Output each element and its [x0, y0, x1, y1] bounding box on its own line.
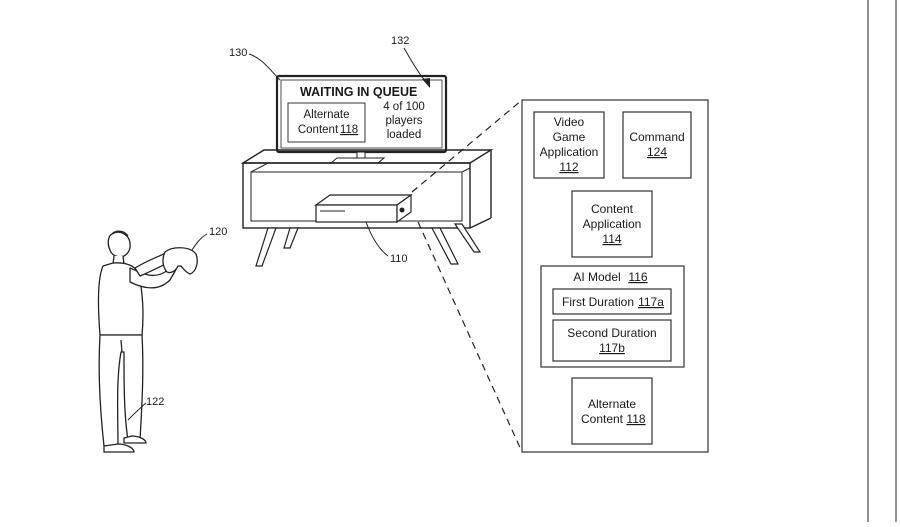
user-head [107, 231, 131, 258]
ref-arrow: 132 [391, 35, 409, 47]
command-box [622, 111, 692, 179]
leader-console [365, 221, 389, 257]
cabinet-front [242, 162, 471, 229]
ref-controller: 120 [209, 226, 227, 238]
cabinet-bottom-right [469, 217, 492, 229]
arrow-head [422, 78, 430, 88]
console-power-light [399, 207, 405, 213]
ref-tv: 130 [229, 47, 247, 59]
tv-cabinet [240, 149, 494, 267]
console-detail-panel: Video Game Application 112 Command 124 C… [521, 99, 709, 453]
leader-tv [248, 53, 281, 81]
alternate-content-ref: 118 [626, 412, 645, 426]
leader-user [127, 402, 147, 421]
user-leg-split [120, 339, 123, 353]
cabinet-leg-back-right [453, 223, 482, 253]
ref-console: 110 [390, 253, 408, 265]
second-duration-box [552, 319, 672, 362]
zoom-line-bottom [417, 221, 523, 453]
reference-labels: 130 132 120 110 122 [127, 35, 430, 421]
content-app-ref: 114 [602, 232, 621, 246]
first-duration-label: First Duration [562, 295, 634, 309]
game-console [314, 193, 413, 224]
screen-title: WAITING IN QUEUE [300, 85, 417, 99]
screen-status-line3: loaded [387, 129, 422, 141]
first-duration-box [552, 288, 672, 315]
user-shoe-right [123, 435, 147, 444]
television: WAITING IN QUEUE Alternate Content 118 4… [275, 74, 448, 164]
command-label: Command [629, 130, 684, 144]
screen-alt-line1: Alternate [303, 109, 349, 121]
screen-status-line1: 4 of 100 [383, 101, 425, 113]
cabinet-inner-edge-left [250, 162, 269, 173]
ref-user: 122 [146, 396, 164, 408]
tv-base [329, 157, 386, 164]
command-ref: 124 [647, 145, 667, 159]
alternate-content-box [571, 377, 653, 445]
video-game-line2: Game [553, 130, 586, 144]
cabinet-leg-back-left [283, 227, 299, 249]
cabinet-inner-edge-right [461, 167, 471, 173]
screen-alternate-content-box [287, 102, 366, 143]
video-game-ref: 112 [559, 160, 578, 174]
leader-controller [191, 233, 208, 251]
cabinet-leg-front-left [255, 227, 277, 267]
ai-model-label: AI Model [573, 270, 620, 284]
video-game-line3: Application [540, 145, 599, 159]
first-duration-ref: 117a [638, 295, 664, 309]
alternate-content-line2: Content [581, 412, 624, 426]
content-application-box [571, 190, 653, 258]
screen-alt-line2: Content [298, 124, 339, 136]
video-game-application-box [533, 111, 605, 179]
content-app-line1: Content [591, 202, 634, 216]
user-figure [97, 230, 198, 453]
tv-neck [356, 151, 366, 159]
screen-status-line2: players [385, 115, 422, 127]
user-shoe-left [103, 443, 135, 453]
user-hair [111, 230, 129, 237]
content-app-line2: Application [583, 217, 642, 231]
game-controller [162, 247, 198, 275]
console-front [315, 204, 398, 223]
screen-alt-ref: 118 [340, 124, 358, 136]
second-duration-label: Second Duration [567, 326, 656, 340]
user-legs [98, 334, 144, 447]
cabinet-leg-front-right [431, 227, 459, 265]
second-duration-ref: 117b [599, 341, 625, 355]
video-game-line1: Video [554, 115, 585, 129]
alternate-content-line1: Alternate [588, 397, 636, 411]
console-top [314, 194, 413, 206]
ai-model-ref: 116 [628, 270, 647, 284]
